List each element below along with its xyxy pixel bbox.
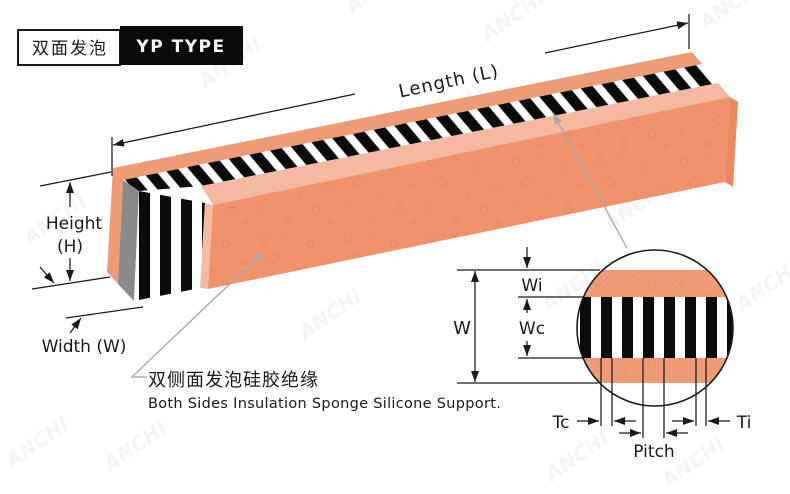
- xs-bottom-sponge-texture: [577, 358, 733, 383]
- header-tabs: 双面发泡 YP TYPE: [17, 26, 243, 66]
- xs-top-sponge-texture: [577, 270, 733, 297]
- top-back-sponge-texture: [113, 52, 702, 180]
- width-arrow-lower: [69, 317, 82, 334]
- watermark-text: ANCHI: [655, 431, 729, 493]
- top-zebra-band-stripes: [123, 64, 718, 191]
- left-end-core-face: [118, 180, 139, 301]
- tab-foam-type-label: 双面发泡: [32, 39, 108, 59]
- w-dimensions: W Wi Wc: [453, 247, 600, 384]
- tc-label: Tc: [552, 413, 570, 433]
- watermark-text: ANCHI: [475, 0, 549, 47]
- tab-yp-type-label: YP TYPE: [135, 37, 225, 57]
- front-sponge-cut-face: [200, 203, 213, 289]
- magnifier-ring: [576, 249, 734, 407]
- annotation-callout: [131, 253, 262, 378]
- pitch-label: Pitch: [633, 442, 674, 462]
- height-ext-line-bottom: [31, 276, 111, 290]
- left-end-zebra-stripes: [134, 191, 205, 301]
- annotation-en: Both Sides Insulation Sponge Silicone Su…: [148, 396, 501, 412]
- height-ext-line-top: [39, 171, 112, 187]
- width-label: Width (W): [42, 337, 127, 357]
- height-label: Height: [46, 214, 103, 234]
- watermark-text: ANCHI: [539, 425, 613, 487]
- length-dim-line-left: [112, 93, 356, 147]
- connector-bar-3d: [107, 52, 738, 301]
- height-label-unit: (H): [57, 237, 83, 257]
- right-end-face: [725, 97, 738, 187]
- magnifier-content: [577, 270, 733, 383]
- watermark-text: ANCHI: [339, 0, 413, 19]
- front-sponge-texture: [208, 97, 730, 289]
- watermark-text: ANCHI: [693, 0, 767, 35]
- annotation-callout-line: [132, 257, 258, 377]
- xs-zebra-stripes: [577, 297, 733, 358]
- tab-foam-type: [17, 29, 121, 66]
- pitch-dimensions: Tc Ti Pitch: [552, 358, 752, 462]
- width-arrow-upper: [39, 266, 55, 284]
- annotation-cn: 双侧面发泡硅胶绝缘: [148, 370, 319, 391]
- ti-label: Ti: [736, 413, 752, 433]
- left-end-sponge-wrap: [107, 168, 123, 284]
- watermark-text: ANCHI: [0, 411, 74, 473]
- watermark-text: ANCHI: [97, 415, 171, 477]
- width-ext-line-front: [65, 306, 144, 319]
- annotation: 双侧面发泡硅胶绝缘 Both Sides Insulation Sponge S…: [148, 370, 501, 412]
- magnifier-detail: [576, 249, 734, 407]
- length-dim-line-right: [544, 21, 689, 54]
- height-dimension: Height (H): [31, 171, 112, 290]
- wi-label: Wi: [521, 276, 542, 296]
- magnifier-callout-line: [552, 112, 628, 249]
- watermark-text: ANCHI: [292, 283, 366, 345]
- top-front-sponge-band: [201, 83, 730, 205]
- watermark-text: ANCHI: [729, 255, 790, 317]
- w-label: W: [453, 318, 471, 339]
- width-dimension: Width (W): [39, 266, 144, 357]
- tab-yp-type: [120, 26, 243, 65]
- wc-label: Wc: [519, 319, 545, 339]
